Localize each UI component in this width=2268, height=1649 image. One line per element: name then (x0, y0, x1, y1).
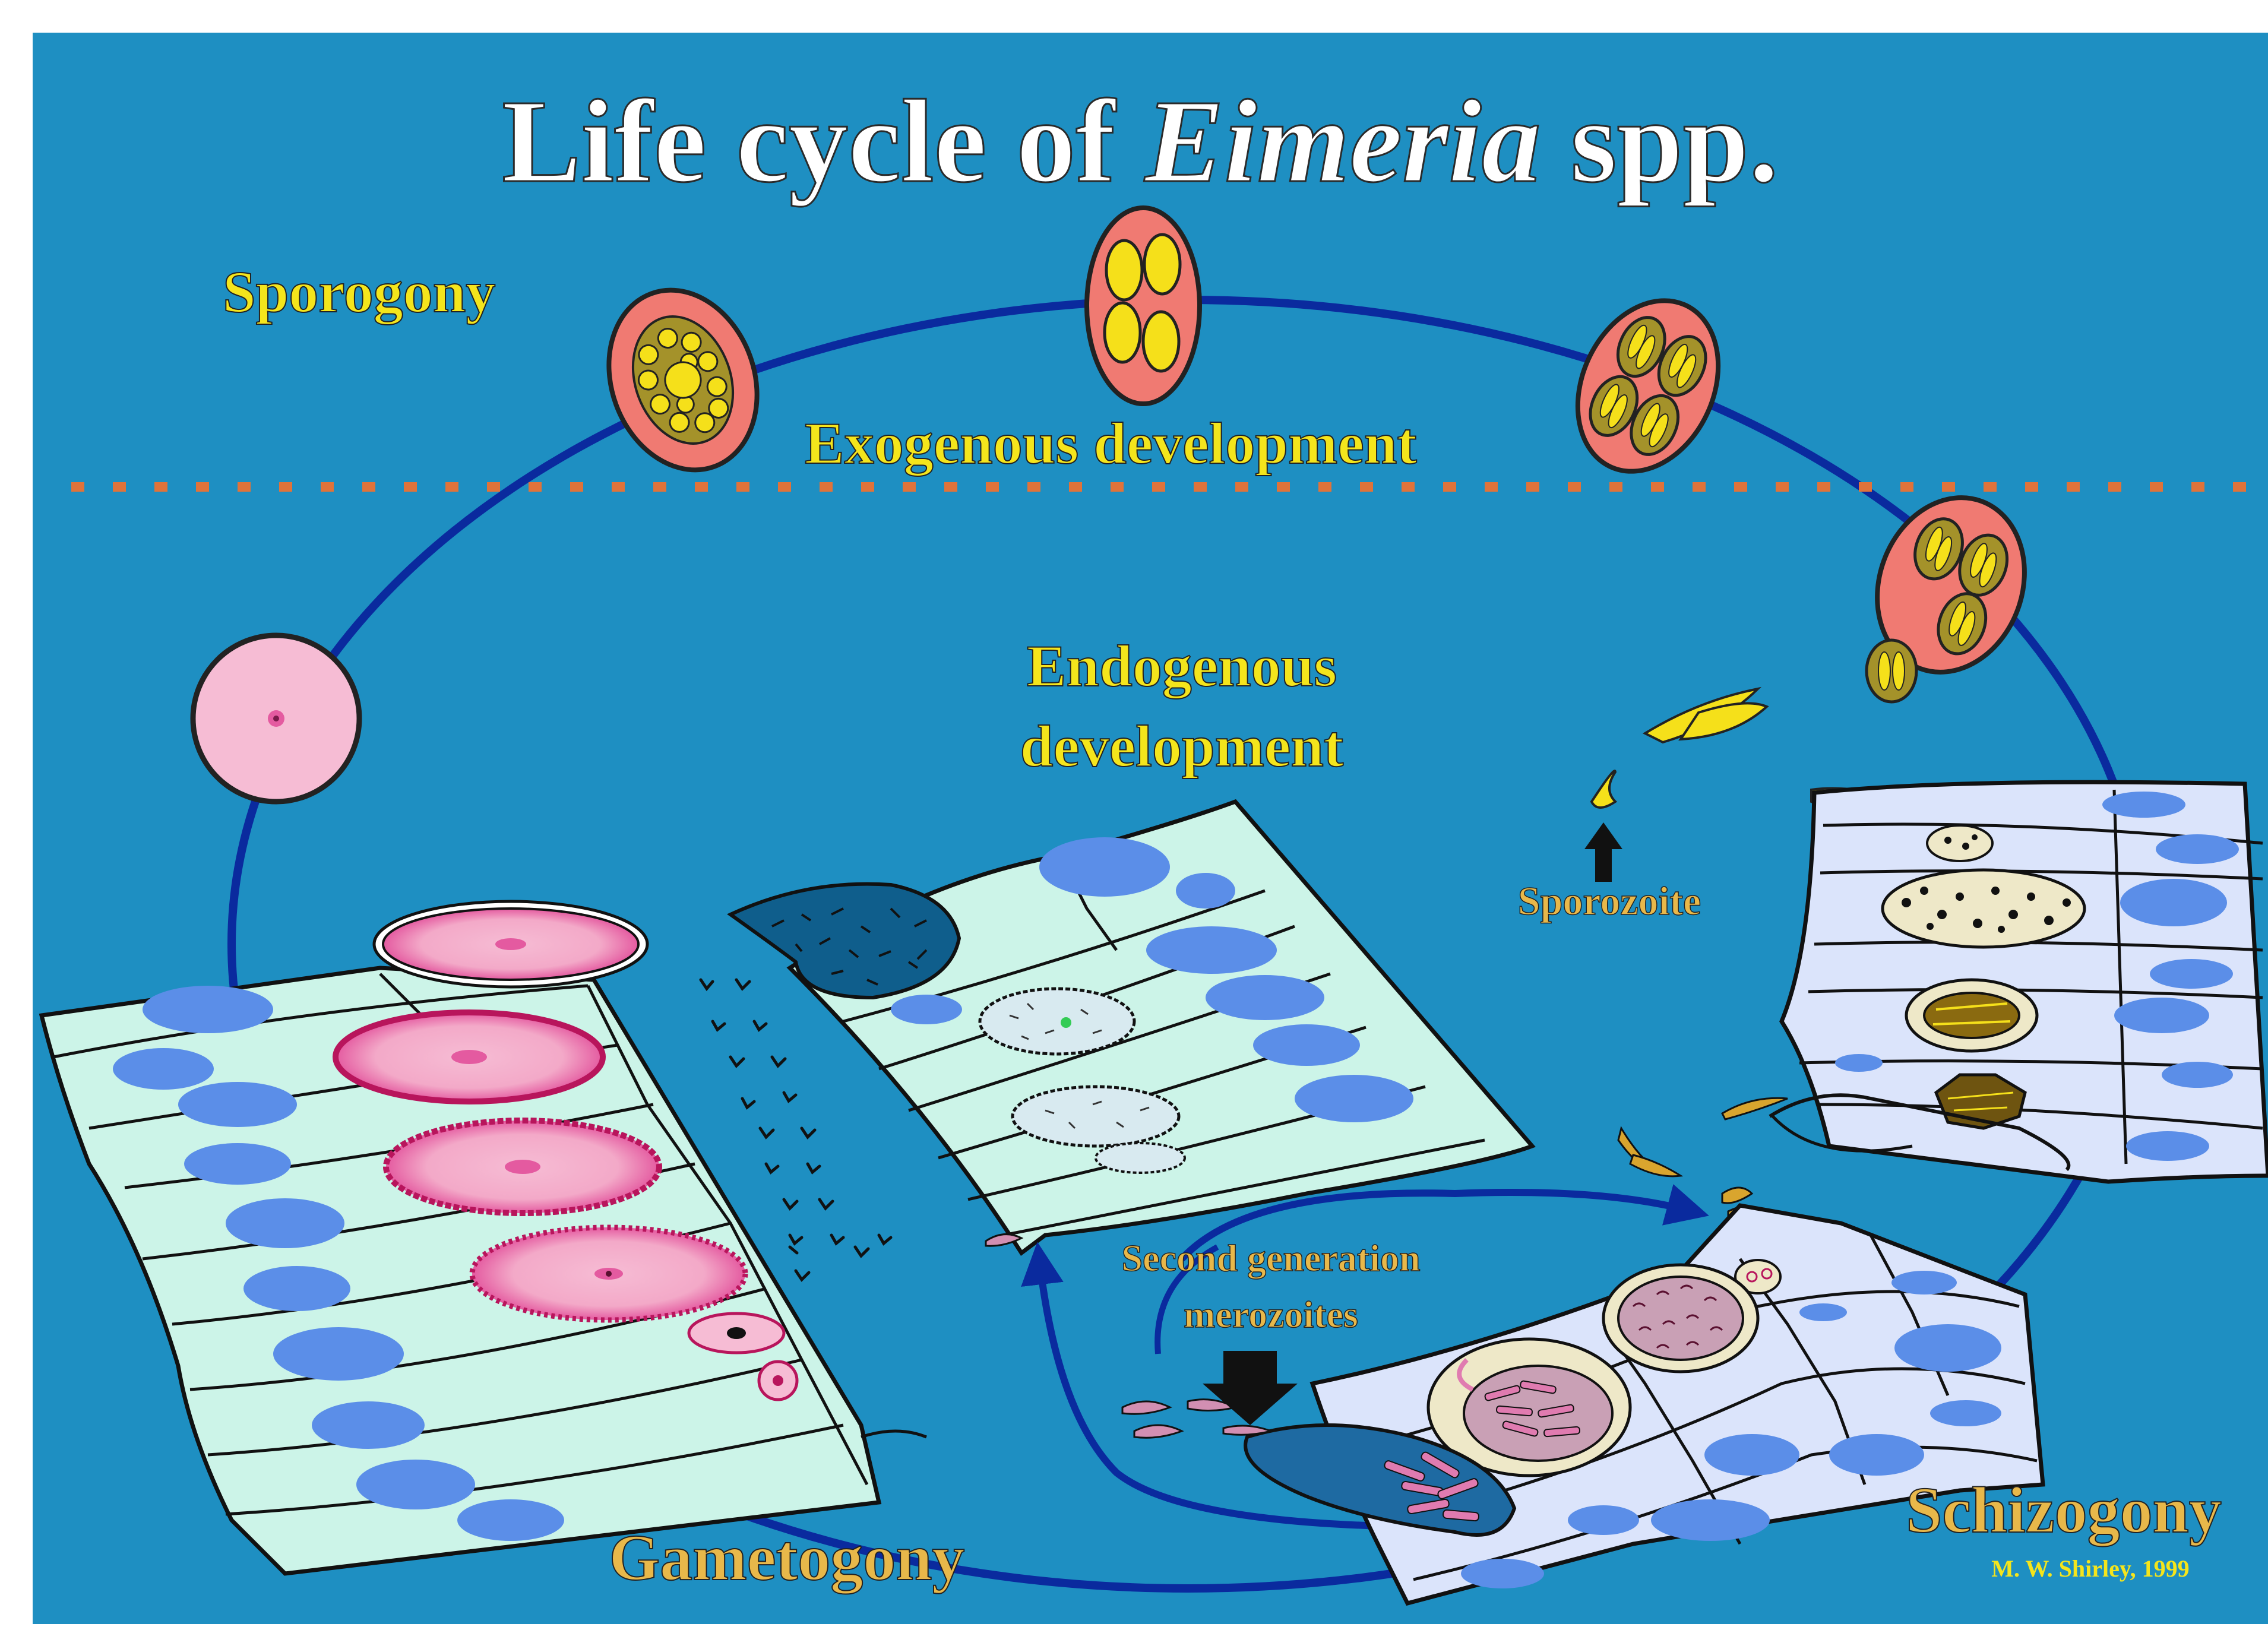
label-exogenous: Exogenous development (805, 410, 1417, 476)
oocyst-shed-icon (193, 635, 359, 802)
label-credit: M. W. Shirley, 1999 (1991, 1555, 2189, 1582)
gamont-3 (1096, 1143, 1185, 1173)
title-genus: Eimeria (1144, 76, 1541, 207)
label-schizogony: Schizogony (1906, 1474, 2222, 1546)
label-endogenous-2: development (1020, 713, 1343, 779)
macrogamete-3 (386, 1121, 659, 1213)
macrogamete-4 (472, 1227, 745, 1320)
page-title: Life cycle of Eimeria spp. (502, 76, 1779, 207)
gametogony-epithelium (42, 901, 926, 1574)
title-prefix: Life cycle of (502, 76, 1145, 207)
label-gametogony: Gametogony (609, 1521, 965, 1594)
title-suffix: spp. (1541, 76, 1779, 207)
macrogamete-6 (759, 1362, 797, 1400)
macrogamete-1 (374, 901, 647, 987)
label-second-generation-2: merozoites (1184, 1293, 1358, 1335)
middle-epithelium (730, 802, 1532, 1253)
oocyst-sporocysts-icon (1087, 208, 1200, 404)
schizont-6 (1603, 1265, 1758, 1372)
free-sporocyst-icon (1867, 640, 1916, 702)
schizont-2 (1883, 870, 2084, 947)
gamont-1 (980, 989, 1134, 1054)
label-sporogony: Sporogony (223, 259, 495, 325)
label-sporozoite: Sporozoite (1518, 878, 1701, 923)
label-endogenous-1: Endogenous (1027, 633, 1337, 699)
gamont-2 (1013, 1087, 1179, 1146)
schizont-3 (1906, 980, 2037, 1051)
upper-right-epithelium (1770, 782, 2268, 1182)
macrogamete-2 (336, 1012, 603, 1102)
oocyst-sporulated-icon (1551, 278, 1745, 495)
schizont-1 (1927, 825, 1992, 861)
arrow-down-icon (1203, 1351, 1298, 1425)
macrogamete-5 (689, 1313, 784, 1353)
oocyst-unsporulated-icon (584, 269, 782, 490)
label-second-generation-1: Second generation (1121, 1237, 1420, 1279)
microgamont (730, 884, 959, 998)
arrow-up-icon (1584, 822, 1622, 882)
